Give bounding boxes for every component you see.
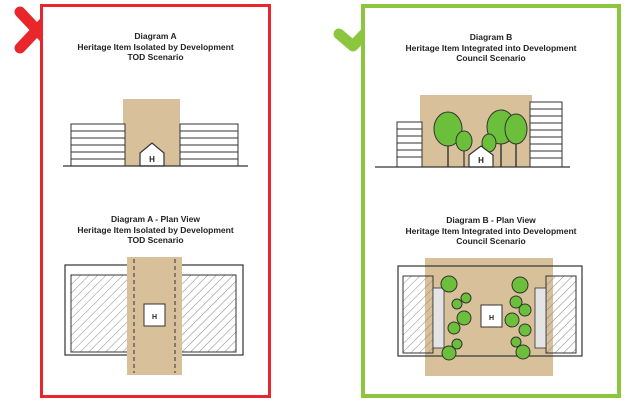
tree-canopy-icon (451, 338, 463, 350)
tree-canopy-icon (509, 295, 523, 309)
caption-subtitle: Heritage Item Integrated into Developmen… (405, 225, 577, 236)
left-building (396, 121, 423, 168)
diagram-b-plan: H (397, 258, 583, 376)
heritage-footprint (480, 304, 503, 328)
caption-title: Diagram B - Plan View (446, 215, 536, 225)
heritage-label: H (489, 315, 494, 322)
caption-subtitle: Heritage Item Isolated by Development (77, 41, 234, 52)
left-building-footprint (402, 275, 434, 354)
diagram-a-panel: Diagram A Heritage Item Isolated by Deve… (40, 4, 271, 398)
diagram-a-elevation-caption: Diagram A Heritage Item Isolated by Deve… (43, 31, 268, 63)
caption-title: Diagram B (469, 32, 513, 42)
right-building-footprint (545, 275, 577, 354)
right-building (179, 123, 239, 167)
tree-canopy-icon (511, 276, 529, 294)
tree-canopy-icon (518, 303, 532, 317)
diagram-a-elevation: H (63, 99, 248, 167)
right-building (529, 101, 563, 168)
right-building-footprint (177, 274, 237, 353)
tree-canopy-icon (515, 344, 531, 360)
tree-canopy-icon (518, 323, 532, 337)
heritage-footprint (143, 303, 166, 327)
caption-scenario: Council Scenario (456, 53, 526, 63)
right-setback (534, 287, 547, 349)
tree-canopy-icon (451, 298, 463, 310)
tree-canopy-icon (456, 310, 472, 326)
tree-canopy-icon (447, 321, 461, 335)
tree-canopy-icon (441, 345, 457, 361)
left-building-footprint (70, 274, 132, 353)
tree-icon (455, 130, 473, 167)
diagram-b-elevation-caption: Diagram B Heritage Item Integrated into … (365, 32, 617, 64)
caption-scenario: Council Scenario (456, 236, 526, 246)
left-setback (432, 287, 445, 349)
heritage-label: H (478, 156, 484, 165)
caption-subtitle: Heritage Item Isolated by Development (77, 224, 234, 235)
diagram-b-plan-caption: Diagram B - Plan View Heritage Item Inte… (365, 215, 617, 247)
tree-canopy-icon (504, 312, 520, 328)
caption-title: Diagram A (134, 31, 177, 41)
diagram-a-plan: H (64, 257, 244, 375)
tree-icon (504, 113, 528, 167)
left-building (70, 123, 126, 167)
caption-subtitle: Heritage Item Integrated into Developmen… (405, 42, 577, 53)
tree-canopy-icon (460, 292, 472, 304)
caption-scenario: TOD Scenario (127, 52, 184, 62)
tree-canopy-icon (510, 336, 522, 348)
tree-icon (433, 111, 463, 167)
diagram-b-elevation: H (375, 95, 570, 168)
heritage-label: H (149, 155, 155, 164)
diagram-b-panel: Diagram B Heritage Item Integrated into … (361, 4, 621, 398)
tree-canopy-icon (440, 275, 458, 293)
site-boundary (397, 265, 583, 357)
heritage-label: H (152, 314, 157, 321)
diagram-a-plan-caption: Diagram A - Plan View Heritage Item Isol… (43, 214, 268, 246)
caption-scenario: TOD Scenario (127, 235, 184, 245)
caption-title: Diagram A - Plan View (111, 214, 200, 224)
